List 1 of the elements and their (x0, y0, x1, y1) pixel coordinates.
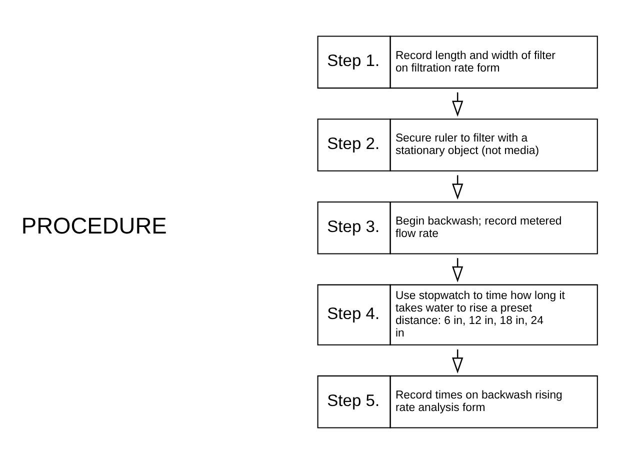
label: PROCEDURE (21, 212, 167, 239)
